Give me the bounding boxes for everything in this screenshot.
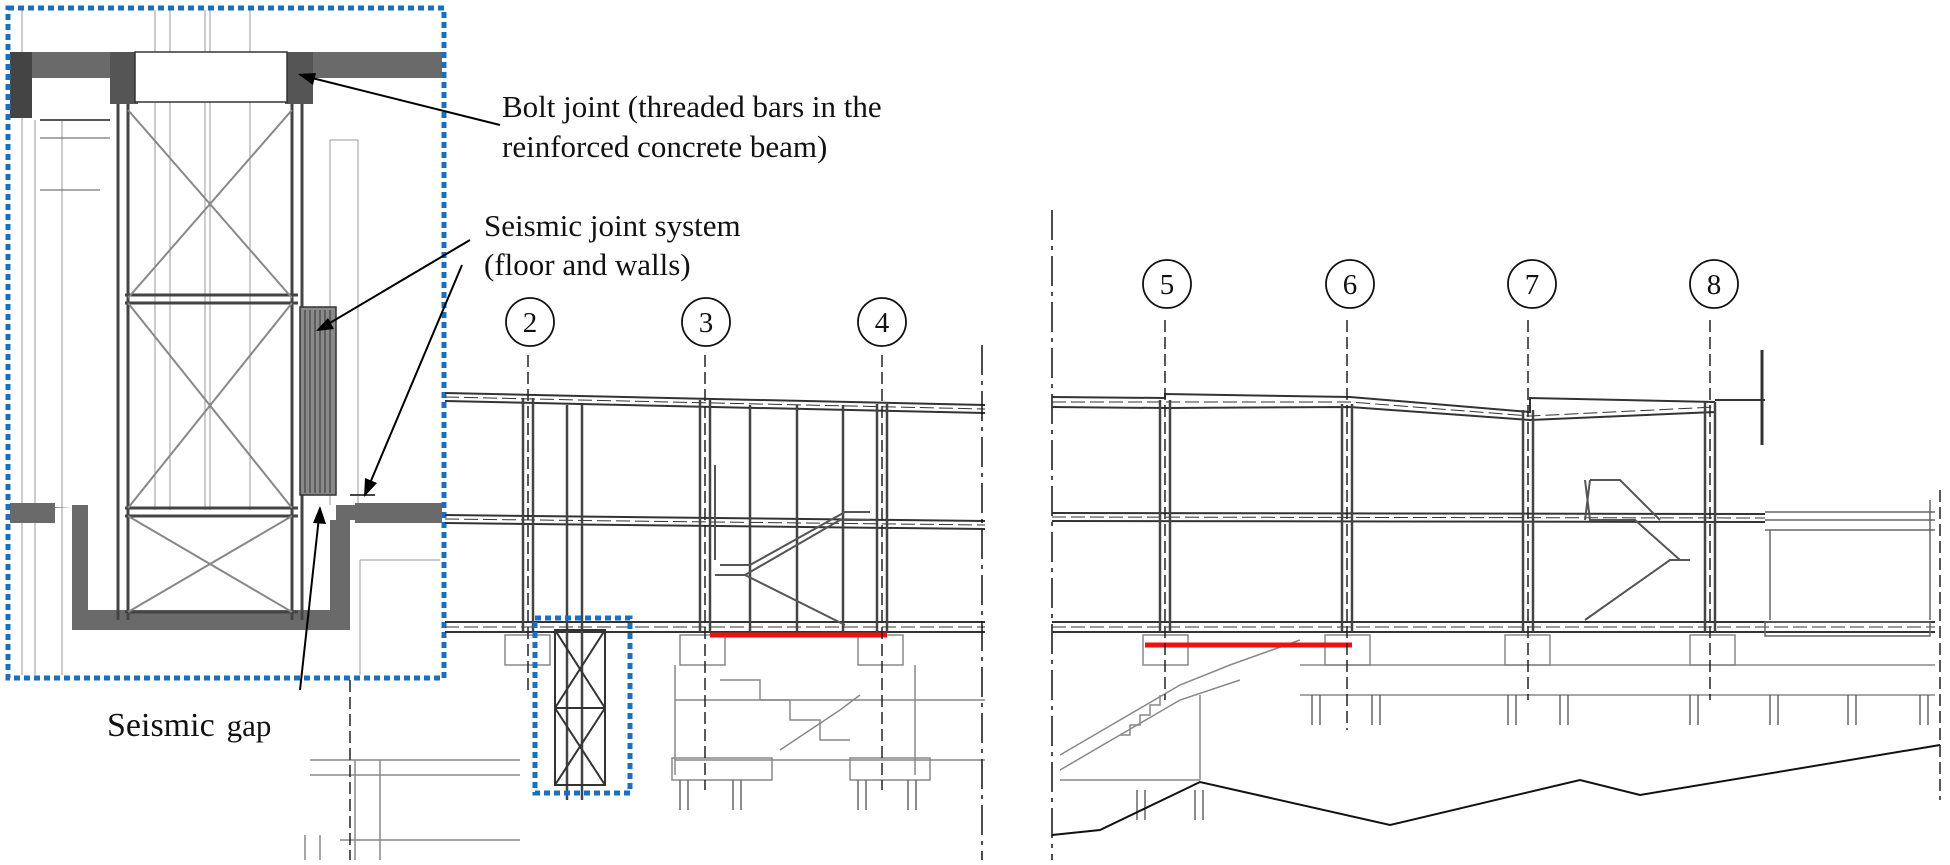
- section-right: [1051, 210, 1941, 860]
- axis-4-marker: 4: [857, 297, 907, 347]
- bolt-joint-label-line2: reinforced concrete beam): [502, 129, 827, 164]
- axis-2-label: 2: [523, 307, 538, 339]
- axis-4-label: 4: [875, 307, 890, 339]
- axis-5-marker: 5: [1142, 259, 1192, 309]
- detail-enlargement: [5, 5, 447, 681]
- axis-3-label: 3: [699, 307, 714, 339]
- seismic-gap-label-main: Seismic: [107, 707, 215, 744]
- section-left: [304, 345, 986, 860]
- axis-6-marker: 6: [1325, 259, 1375, 309]
- axis-5-label: 5: [1160, 269, 1175, 301]
- annotation-labels: Bolt joint (threaded bars in the reinfor…: [107, 89, 882, 744]
- seismic-gap-label: Seismic gap: [107, 707, 271, 744]
- leader-lines: [298, 73, 501, 691]
- seismic-joint-label-line2: (floor and walls): [484, 247, 691, 282]
- bolt-joint-label-line1: Bolt joint (threaded bars in the: [502, 89, 882, 124]
- axis-3-marker: 3: [681, 297, 731, 347]
- seismic-gap-label-suffix: gap: [227, 708, 272, 743]
- axis-6-label: 6: [1343, 269, 1358, 301]
- mini-detail-box: [532, 615, 633, 796]
- axis-7-label: 7: [1525, 269, 1540, 301]
- axis-2-marker: 2: [505, 297, 555, 347]
- axis-bubbles: 2 3 4 5 6 7 8: [505, 259, 1739, 347]
- axis-7-marker: 7: [1507, 259, 1557, 309]
- axis-8-label: 8: [1707, 269, 1722, 301]
- axis-8-marker: 8: [1689, 259, 1739, 309]
- seismic-joint-label-line1: Seismic joint system: [484, 208, 741, 243]
